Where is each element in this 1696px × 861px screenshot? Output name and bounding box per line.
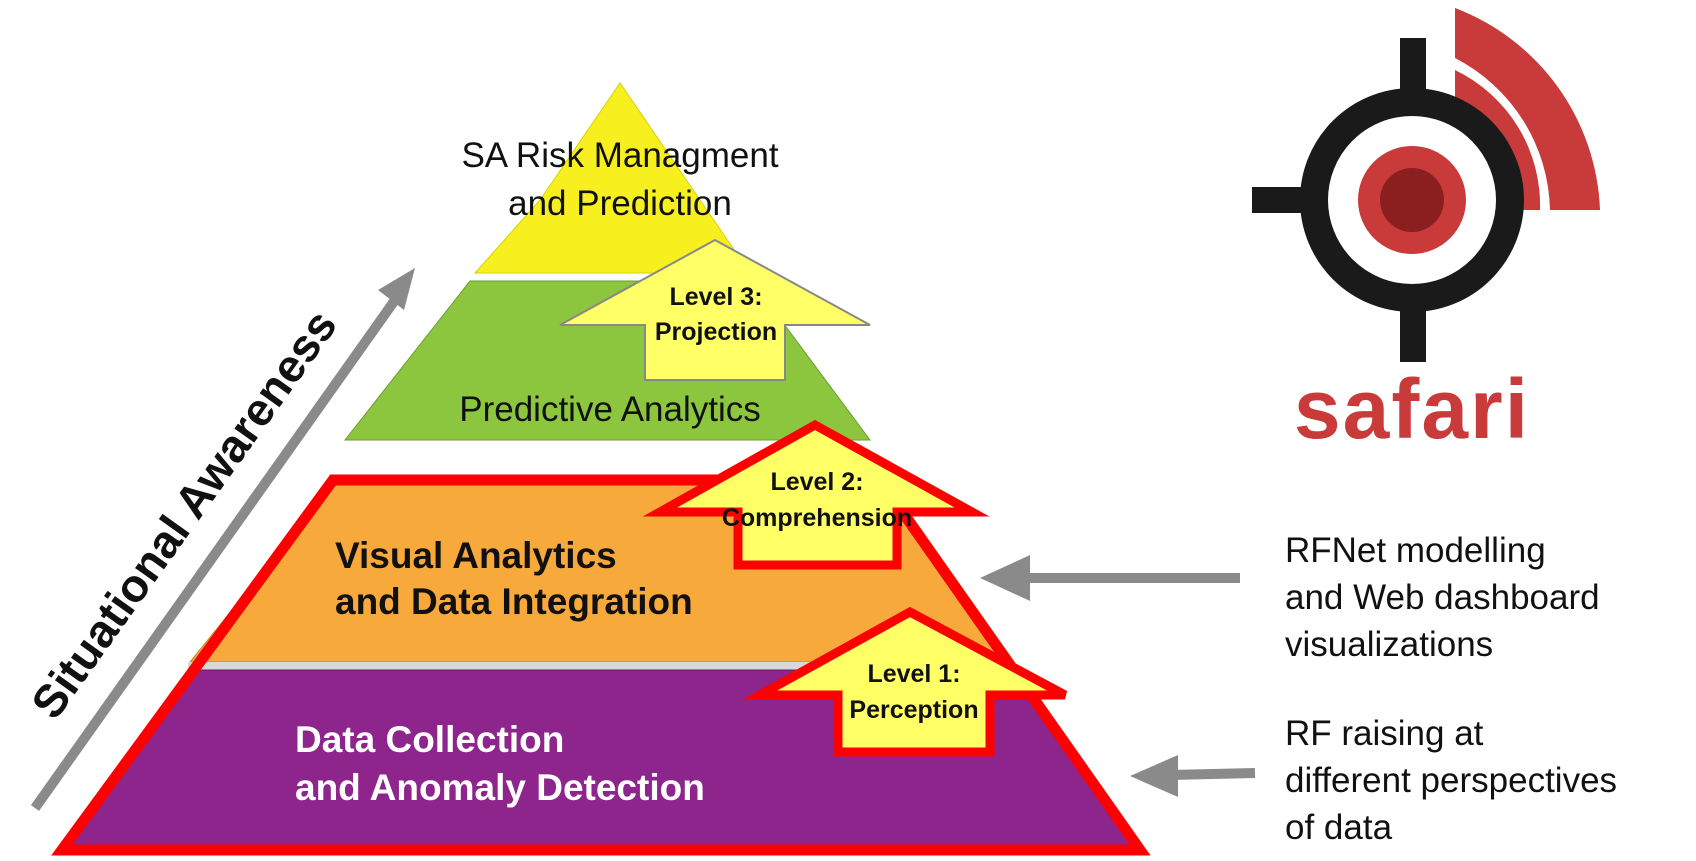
- rfnet-line-3: visualizations: [1285, 625, 1493, 664]
- level2-line-2: Comprehension: [722, 504, 912, 532]
- rf-raising-line-3: of data: [1285, 808, 1393, 847]
- tier-collection-line-1: Data Collection: [295, 719, 564, 760]
- tier-top-line-1: SA Risk Managment: [461, 136, 778, 175]
- level2-arrow: [642, 419, 990, 570]
- rfnet-line-2: and Web dashboard: [1285, 578, 1600, 617]
- rf-raising-line-2: different perspectives: [1285, 761, 1617, 800]
- level3-arrow: [559, 238, 871, 381]
- tier-visual-line-1: Visual Analytics: [335, 535, 617, 576]
- tier-top-shape: [473, 82, 751, 274]
- rfnet-line-1: RFNet modelling: [1285, 531, 1546, 570]
- level1-arrow: [742, 606, 1068, 757]
- tier-collection-line-2: and Anomaly Detection: [295, 767, 705, 808]
- sa-axis-arrow: [30, 268, 415, 811]
- rf-raising-pointer-arrow: [1130, 755, 1256, 797]
- tier-separator: [188, 662, 1008, 670]
- tier-predictive-label: Predictive Analytics: [459, 390, 761, 429]
- tier-top-line-2: and Prediction: [508, 184, 732, 223]
- level3-line-1: Level 3:: [669, 283, 762, 311]
- level1-line-1: Level 1:: [867, 660, 960, 688]
- rfnet-pointer-arrow: [980, 555, 1240, 601]
- level1-line-2: Perception: [849, 696, 978, 724]
- safari-logo: safari: [1252, 8, 1600, 456]
- level2-line-1: Level 2:: [770, 468, 863, 496]
- tier-visual-line-2: and Data Integration: [335, 581, 693, 622]
- level3-line-2: Projection: [655, 318, 777, 346]
- logo-wordmark: safari: [1294, 362, 1530, 456]
- highlight-outline: [51, 474, 1151, 856]
- rf-raising-line-1: RF raising at: [1285, 714, 1484, 753]
- logo-outer-arc: [1455, 8, 1600, 210]
